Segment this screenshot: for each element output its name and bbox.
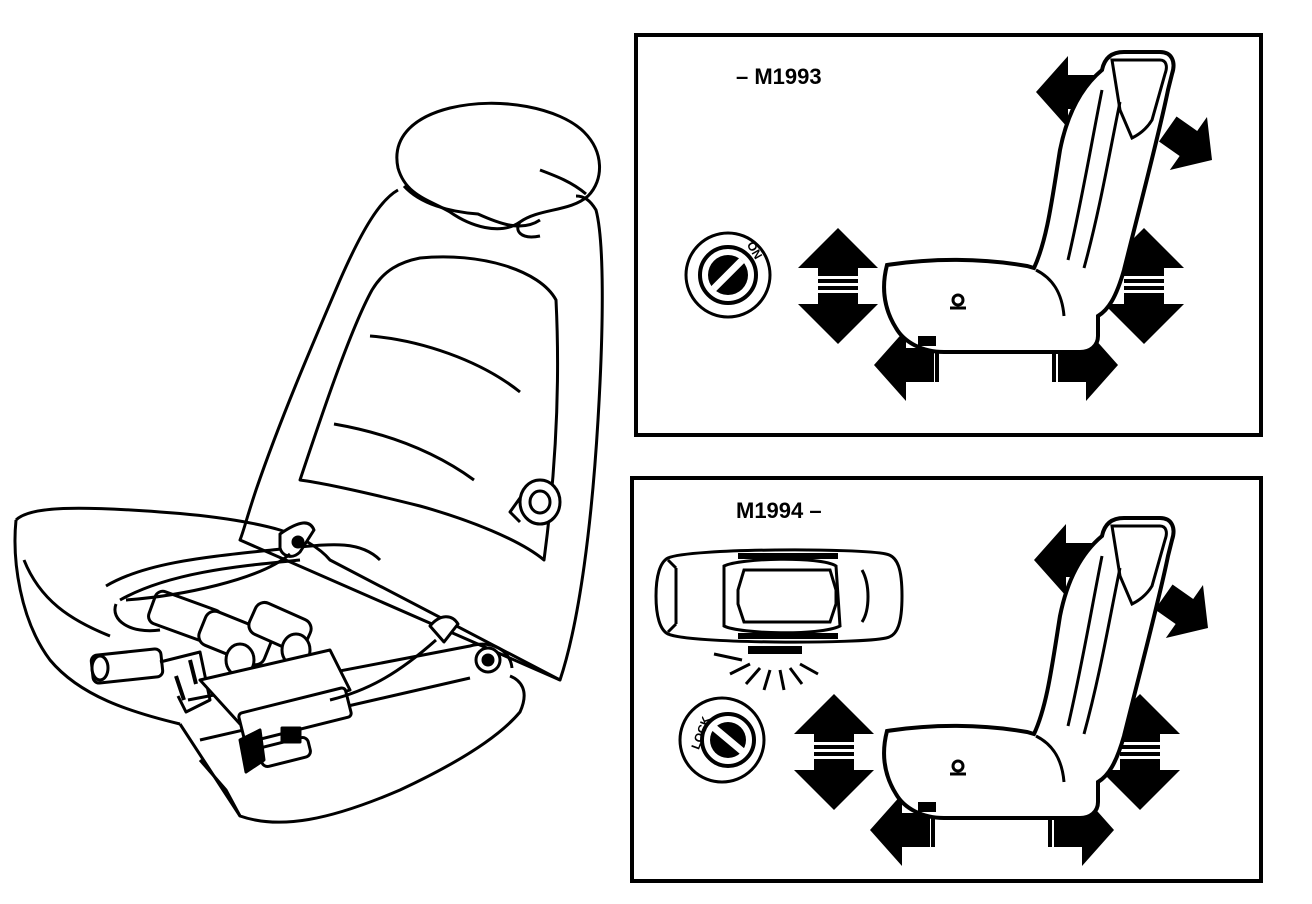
panel-m1993: – M1993 ON <box>634 33 1263 437</box>
warning-rays <box>713 646 819 691</box>
ignition-key-icon: LOCK <box>678 696 766 784</box>
ignition-key-icon: ON <box>684 231 772 319</box>
panel-m1994: M1994 – LOCK <box>630 476 1263 883</box>
model-label: M1994 – <box>736 498 822 523</box>
car-top-view-icon <box>654 548 904 644</box>
model-label: – M1993 <box>736 64 822 89</box>
power-seat-illustration <box>13 101 604 824</box>
